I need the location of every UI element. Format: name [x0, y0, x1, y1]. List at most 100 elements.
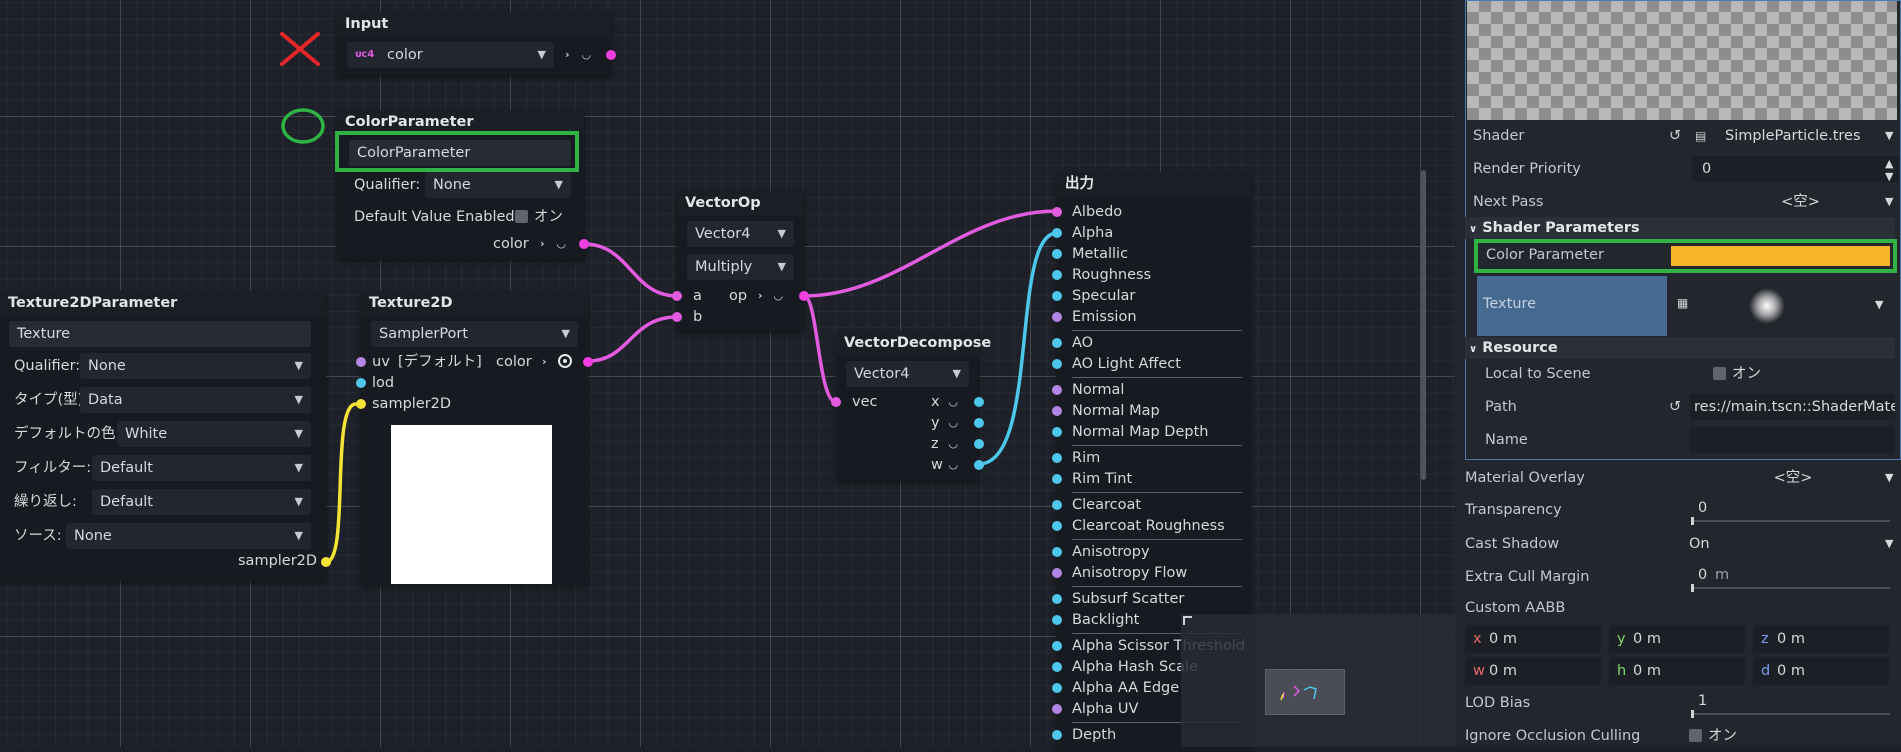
chevron-down-icon[interactable]: ▼	[1885, 129, 1894, 142]
input-port-clearcoat[interactable]	[1052, 500, 1062, 510]
tex-param-dropdown[interactable]: Data▼	[80, 387, 311, 413]
parameter-name-field[interactable]: ColorParameter	[349, 140, 571, 166]
qualifier-dropdown[interactable]: None▼	[425, 172, 571, 198]
input-port-sampler2d[interactable]	[356, 399, 366, 409]
color-parameter-swatch[interactable]	[1671, 246, 1890, 266]
output-port-color[interactable]	[579, 239, 589, 249]
tex-param-dropdown[interactable]: Default▼	[92, 489, 311, 515]
preview-toggle-icon[interactable]: ◡	[774, 289, 783, 302]
input-port-subsurf-scatter[interactable]	[1052, 594, 1062, 604]
input-port-alpha-hash-scale[interactable]	[1052, 662, 1062, 672]
source-dropdown[interactable]: SamplerPort▼	[371, 321, 578, 347]
default-value-toggle[interactable]: オン	[515, 207, 563, 228]
preview-toggle-icon[interactable]: ◡	[949, 416, 958, 429]
output-port-op[interactable]	[799, 291, 809, 301]
minimap-corner-handle[interactable]	[1183, 616, 1192, 625]
chevron-down-icon[interactable]: ▼	[1885, 195, 1894, 208]
preview-toggle-icon[interactable]: ◡	[949, 458, 958, 471]
input-port-a[interactable]	[672, 291, 682, 301]
input-port-b[interactable]	[672, 312, 682, 322]
chevron-down-icon[interactable]: ▼	[1885, 537, 1894, 550]
input-port-anisotropy-flow[interactable]	[1052, 568, 1062, 578]
input-port-alpha-uv[interactable]	[1052, 704, 1062, 714]
eye-icon[interactable]	[558, 354, 572, 368]
transparency-slider[interactable]	[1691, 517, 1890, 525]
input-port-emission[interactable]	[1052, 312, 1062, 322]
tex-param-dropdown[interactable]: White▼	[117, 421, 311, 447]
render-priority-spinbox[interactable]: 0	[1692, 156, 1899, 182]
vector-type-dropdown[interactable]: Vector4▼	[846, 361, 969, 387]
texture2d-parameter-node[interactable]: Texture2DParameter Texture Qualifier:Non…	[0, 291, 331, 581]
input-port-backlight[interactable]	[1052, 615, 1062, 625]
input-port-normal-map[interactable]	[1052, 406, 1062, 416]
input-port-metallic[interactable]	[1052, 249, 1062, 259]
output-port-z[interactable]	[974, 439, 984, 449]
input-port-ao[interactable]	[1052, 338, 1062, 348]
revert-icon[interactable]: ↺	[1669, 128, 1682, 144]
minimap-viewport[interactable]	[1265, 669, 1345, 715]
chevron-down-icon[interactable]: ▼	[1885, 471, 1894, 484]
expand-arrow-icon[interactable]: ›	[540, 237, 545, 250]
input-type-dropdown[interactable]: ᴜᴄ4 color▼	[347, 42, 554, 68]
input-port-specular[interactable]	[1052, 291, 1062, 301]
vector-decompose-node[interactable]: VectorDecompose Vector4▼ vec x◡y◡z◡w◡	[831, 331, 991, 481]
preview-toggle-icon[interactable]: ◡	[949, 395, 958, 408]
tex-param-dropdown[interactable]: Default▼	[92, 455, 311, 481]
input-port-ao-light-affect[interactable]	[1052, 359, 1062, 369]
output-port-color[interactable]	[606, 50, 616, 60]
output-port-sampler2d[interactable]	[321, 557, 331, 567]
input-port-alpha[interactable]	[1052, 228, 1062, 238]
vector-op-node[interactable]: VectorOp Vector4▼ Multiply▼ a op › ◡ b	[672, 191, 809, 331]
shader-resource-picker[interactable]: SimpleParticle.tres	[1725, 128, 1861, 144]
tex-param-dropdown[interactable]: None▼	[66, 523, 311, 549]
input-port-depth[interactable]	[1052, 730, 1062, 740]
output-port-y[interactable]	[974, 418, 984, 428]
input-port-roughness[interactable]	[1052, 270, 1062, 280]
input-node[interactable]: Input ᴜᴄ4 color▼ › ◡	[337, 12, 616, 76]
input-port-alpha-aa-edge[interactable]	[1052, 683, 1062, 693]
preview-toggle-icon[interactable]: ◡	[582, 48, 591, 61]
name-field[interactable]	[1690, 427, 1895, 453]
preview-toggle-icon[interactable]: ◡	[557, 237, 566, 250]
operation-dropdown[interactable]: Multiply▼	[687, 254, 794, 280]
resource-section[interactable]: ∨ Resource	[1465, 337, 1895, 359]
transparency-value[interactable]: 0	[1698, 500, 1708, 516]
input-port-rim[interactable]	[1052, 453, 1062, 463]
input-port-alpha-scissor-threshold[interactable]	[1052, 641, 1062, 651]
vector-type-dropdown[interactable]: Vector4▼	[687, 221, 794, 247]
color-parameter-node[interactable]: ColorParameter ColorParameter Qualifier:…	[335, 110, 589, 260]
revert-icon[interactable]: ↺	[1669, 399, 1682, 415]
lod-bias-value[interactable]: 1	[1698, 693, 1708, 709]
spinner-icon[interactable]: ▲▼	[1885, 157, 1894, 183]
input-port-normal[interactable]	[1052, 385, 1062, 395]
input-port-lod[interactable]	[356, 378, 366, 388]
input-port-clearcoat-roughness[interactable]	[1052, 521, 1062, 531]
graph-scrollbar[interactable]	[1421, 170, 1426, 480]
input-port-normal-map-depth[interactable]	[1052, 427, 1062, 437]
preview-toggle-icon[interactable]: ◡	[949, 437, 958, 450]
output-port-x[interactable]	[974, 397, 984, 407]
chevron-down-icon[interactable]: ▼	[1875, 298, 1884, 311]
expand-arrow-icon[interactable]: ›	[542, 355, 547, 368]
material-overlay-picker[interactable]: <空>	[1773, 470, 1813, 486]
graph-minimap[interactable]	[1181, 614, 1455, 747]
extra-cull-value[interactable]: 0	[1698, 567, 1708, 583]
cast-shadow-dropdown[interactable]: On	[1689, 536, 1710, 552]
output-port-color[interactable]	[583, 357, 593, 367]
extra-cull-slider[interactable]	[1691, 584, 1890, 592]
next-pass-picker[interactable]: <空>	[1781, 194, 1820, 210]
path-field[interactable]: res://main.tscn::ShaderMater	[1690, 394, 1895, 420]
input-port-vec[interactable]	[831, 397, 841, 407]
ignore-occlusion-toggle[interactable]: オン	[1689, 722, 1737, 750]
input-port-albedo[interactable]	[1052, 207, 1062, 217]
input-port-uv[interactable]	[356, 357, 366, 367]
shader-parameters-section[interactable]: ∨ Shader Parameters	[1465, 217, 1895, 239]
local-to-scene-toggle[interactable]: オン	[1713, 360, 1761, 388]
tex-param-dropdown[interactable]: None▼	[80, 353, 311, 379]
